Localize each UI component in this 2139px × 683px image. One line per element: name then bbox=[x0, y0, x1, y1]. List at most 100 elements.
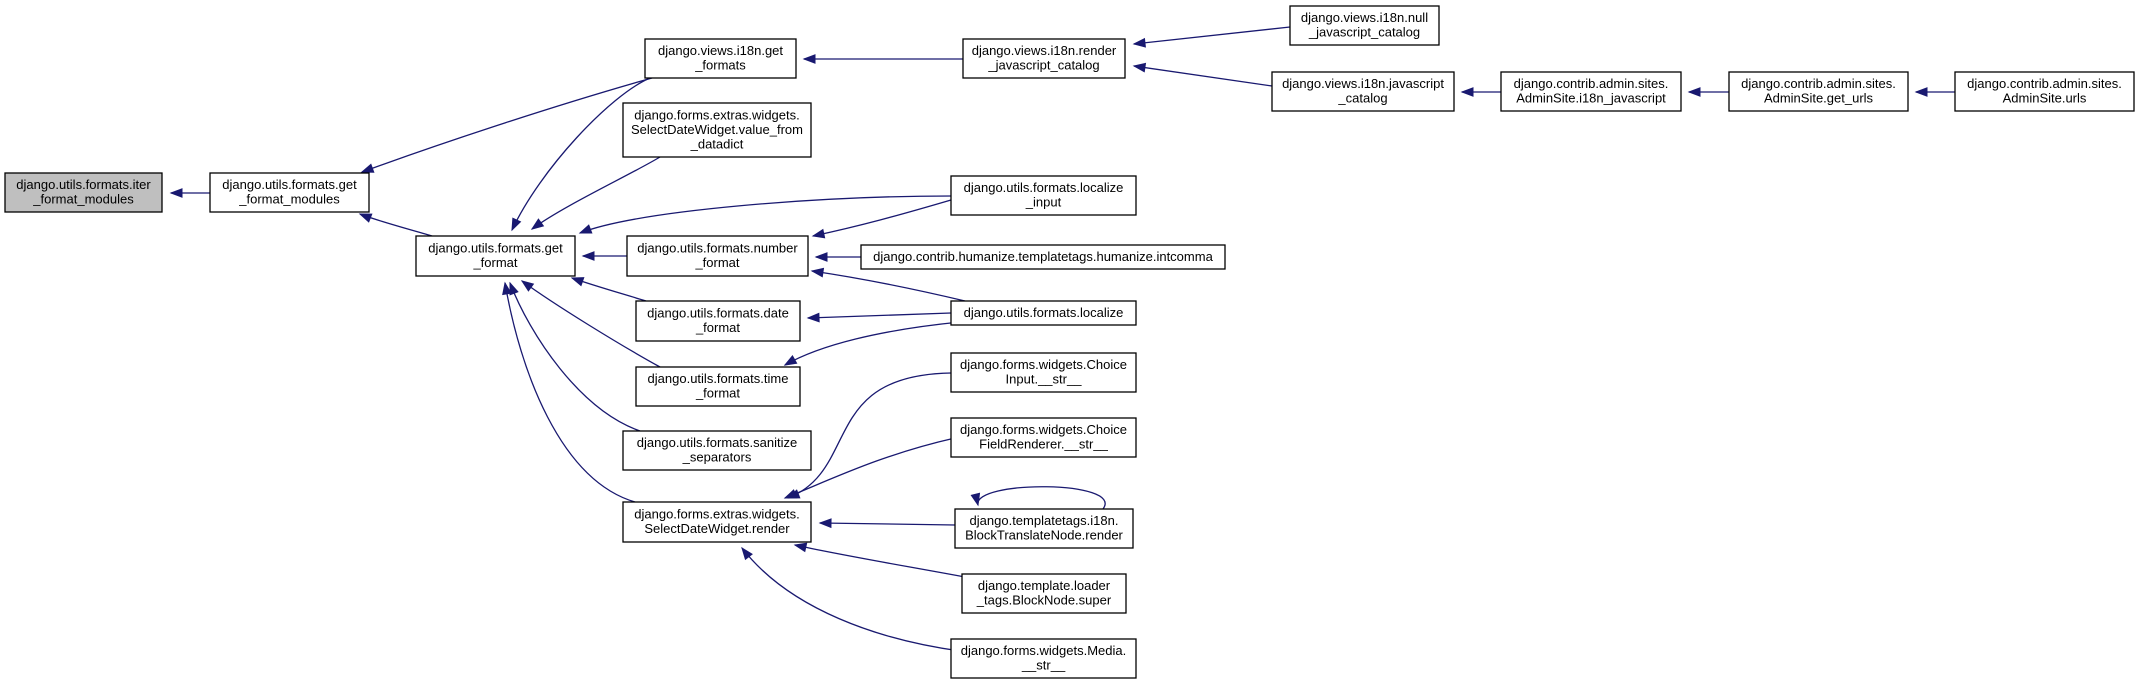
node-label-line: django.utils.formats.date bbox=[647, 306, 789, 321]
edge-line bbox=[784, 437, 956, 499]
node-gfm[interactable]: django.utils.formats.get_format_modules bbox=[209, 172, 370, 213]
edge-btn-to-btn bbox=[970, 486, 1106, 510]
edge-sdwvfd-to-gf bbox=[530, 156, 661, 230]
node-label-line: _format_modules bbox=[238, 192, 340, 207]
edge-line bbox=[819, 522, 956, 526]
edge-line bbox=[812, 199, 952, 237]
arrowhead bbox=[741, 546, 753, 561]
node-blocksuper[interactable]: django.template.loader_tags.BlockNode.su… bbox=[961, 573, 1127, 614]
node-sdwrender[interactable]: django.forms.extras.widgets.SelectDateWi… bbox=[622, 501, 812, 543]
node-box bbox=[950, 300, 1137, 326]
node-label-line: django.template.loader bbox=[978, 578, 1111, 593]
node-jscat[interactable]: django.views.i18n.javascript_catalog bbox=[1271, 71, 1455, 112]
node-media[interactable]: django.forms.widgets.Media.__str__ bbox=[950, 638, 1137, 679]
edge-datefmt-to-gf bbox=[570, 277, 647, 302]
node-label-line: django.utils.formats.sanitize bbox=[637, 435, 797, 450]
arrowhead bbox=[970, 492, 981, 507]
edge-line bbox=[504, 282, 636, 503]
arrowhead bbox=[1687, 87, 1701, 97]
arrowhead bbox=[811, 228, 826, 239]
node-label-line: SelectDateWidget.value_from bbox=[631, 122, 803, 137]
node-box bbox=[1289, 5, 1440, 46]
edge-line bbox=[807, 312, 952, 319]
node-localize[interactable]: django.utils.formats.localize bbox=[950, 300, 1137, 326]
node-adminjs[interactable]: django.contrib.admin.sites.AdminSite.i18… bbox=[1500, 71, 1682, 112]
arrowhead bbox=[520, 280, 535, 292]
arrowhead bbox=[1914, 87, 1928, 97]
node-box bbox=[962, 38, 1126, 79]
edge-urls-to-geturls bbox=[1914, 87, 1955, 97]
edge-btn-to-sdwrender bbox=[818, 518, 956, 529]
node-numfmt[interactable]: django.utils.formats.number_format bbox=[626, 235, 809, 277]
node-sanit[interactable]: django.utils.formats.sanitize_separators bbox=[622, 430, 812, 471]
node-label-line: django.views.i18n.null bbox=[1301, 10, 1428, 25]
arrowhead bbox=[1132, 62, 1147, 73]
node-label-line: _datadict bbox=[690, 136, 744, 151]
arrowhead bbox=[570, 277, 585, 287]
node-label-line: django.forms.extras.widgets. bbox=[634, 507, 799, 522]
node-locinput[interactable]: django.utils.formats.localize_input bbox=[950, 175, 1137, 216]
node-label-line: django.utils.formats.localize bbox=[964, 305, 1124, 320]
edge-localize-to-datefmt bbox=[806, 312, 952, 323]
arrowhead bbox=[169, 188, 183, 198]
node-label-line: AdminSite.urls bbox=[2003, 91, 2087, 106]
edge-choiceinput-to-sdwrender bbox=[786, 372, 952, 499]
edge-line bbox=[521, 280, 661, 368]
node-label-line: django.contrib.admin.sites. bbox=[1741, 76, 1896, 91]
arrowhead bbox=[783, 355, 798, 366]
node-label-line: _format bbox=[472, 255, 517, 270]
node-gf[interactable]: django.utils.formats.get_format bbox=[415, 235, 576, 277]
node-datefmt[interactable]: django.utils.formats.date_format bbox=[635, 300, 801, 342]
node-timefmt[interactable]: django.utils.formats.time_format bbox=[635, 366, 801, 407]
node-box bbox=[622, 430, 812, 471]
node-label-line: BlockTranslateNode.render bbox=[965, 528, 1123, 543]
node-box bbox=[950, 638, 1137, 679]
node-label-line: django.views.i18n.render bbox=[972, 43, 1117, 58]
node-label-line: django.utils.formats.iter bbox=[16, 177, 151, 192]
node-intcomma[interactable]: django.contrib.humanize.templatetags.hum… bbox=[860, 244, 1226, 270]
node-label-line: django.utils.formats.get bbox=[428, 241, 563, 256]
edge-timefmt-to-gf bbox=[520, 280, 661, 368]
edge-gf-to-gfm bbox=[358, 213, 433, 237]
node-label-line: django.utils.formats.number bbox=[637, 241, 798, 256]
node-label-line: django.templatetags.i18n. bbox=[970, 513, 1119, 528]
node-label-line: _format bbox=[695, 386, 740, 401]
edge-line bbox=[571, 277, 647, 302]
node-label-line: django.contrib.admin.sites. bbox=[1967, 76, 2122, 91]
node-label-line: _javascript_catalog bbox=[1308, 25, 1420, 40]
node-label-line: django.utils.formats.localize bbox=[964, 180, 1124, 195]
edge-line bbox=[509, 282, 641, 432]
node-box bbox=[626, 235, 809, 277]
node-label-line: django.views.i18n.javascript bbox=[1282, 76, 1444, 91]
edge-numfmt-to-gf bbox=[581, 251, 627, 261]
node-label-line: Input.__str__ bbox=[1006, 372, 1083, 387]
node-urls[interactable]: django.contrib.admin.sites.AdminSite.url… bbox=[1954, 71, 2135, 112]
node-i18nget[interactable]: django.views.i18n.get_formats bbox=[644, 38, 797, 79]
node-btn[interactable]: django.templatetags.i18n.BlockTranslateN… bbox=[954, 508, 1134, 549]
node-iter[interactable]: django.utils.formats.iter_format_modules bbox=[4, 172, 163, 213]
edge-line bbox=[1133, 65, 1273, 87]
node-label-line: _format_modules bbox=[32, 192, 134, 207]
node-label-line: __str__ bbox=[1021, 658, 1066, 673]
node-box bbox=[622, 102, 812, 158]
node-renderjs[interactable]: django.views.i18n.render_javascript_cata… bbox=[962, 38, 1126, 79]
arrowhead bbox=[360, 163, 375, 173]
node-sdwvfd[interactable]: django.forms.extras.widgets.SelectDateWi… bbox=[622, 102, 812, 158]
node-box bbox=[950, 175, 1137, 216]
edge-line bbox=[787, 372, 952, 499]
edge-line bbox=[361, 77, 653, 173]
node-box bbox=[1271, 71, 1455, 112]
node-choicefr[interactable]: django.forms.widgets.ChoiceFieldRenderer… bbox=[950, 417, 1137, 458]
node-label-line: _formats bbox=[694, 58, 746, 73]
arrowhead bbox=[1132, 37, 1146, 48]
node-label-line: _separators bbox=[682, 450, 752, 465]
arrowhead bbox=[502, 281, 512, 296]
node-label-line: FieldRenderer.__str__ bbox=[979, 437, 1108, 452]
node-geturls[interactable]: django.contrib.admin.sites.AdminSite.get… bbox=[1728, 71, 1909, 112]
node-nulljs[interactable]: django.views.i18n.null_javascript_catalo… bbox=[1289, 5, 1440, 46]
edge-line bbox=[579, 195, 952, 234]
node-box bbox=[1954, 71, 2135, 112]
arrowhead bbox=[530, 218, 545, 230]
